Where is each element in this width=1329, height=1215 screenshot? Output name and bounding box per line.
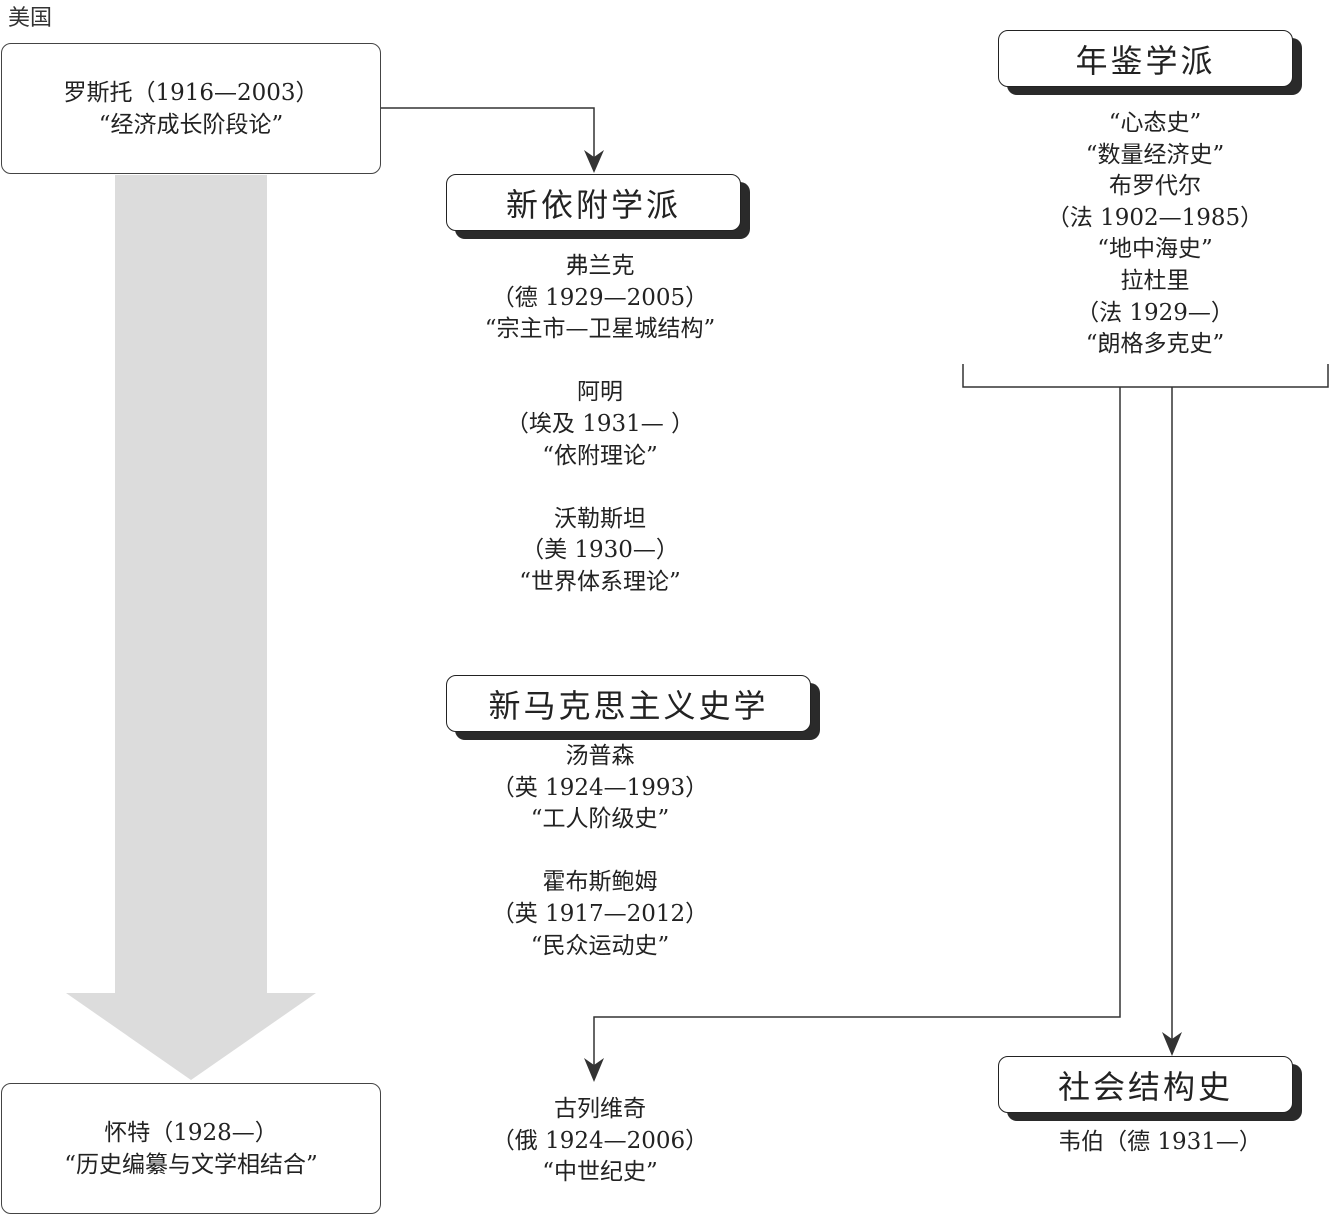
white-name: 怀特（1928—） <box>104 1119 278 1146</box>
scholar-work: “中世纪史” <box>542 1159 658 1186</box>
connector-rostow-to-new-dependency <box>381 107 595 166</box>
new-marxist-scholars: 汤普森 （英 1924—1993） “工人阶级史” 霍布斯鲍姆 （英 1917—… <box>420 741 780 962</box>
scholar-work: “依附理论” <box>542 442 658 469</box>
scholar-name: 沃勒斯坦 <box>554 505 646 532</box>
scholar-info: （德 1929—2005） <box>491 284 709 311</box>
gurevich-block: 古列维奇 （俄 1924—2006） “中世纪史” <box>420 1094 780 1189</box>
rostow-box: 罗斯托（1916—2003） “经济成长阶段论” <box>1 43 381 174</box>
annales-content: “心态史” “数量经济史” 布罗代尔 （法 1902—1985） “地中海史” … <box>1000 108 1310 361</box>
scholar-work: “世界体系理论” <box>519 568 681 595</box>
timeline-big-arrow <box>66 175 316 1080</box>
region-label-usa: 美国 <box>8 6 53 31</box>
new-dependency-scholars: 弗兰克 （德 1929—2005） “宗主市—卫星城结构” 阿明 （埃及 193… <box>420 251 780 599</box>
scholar-name: 古列维奇 <box>554 1096 646 1122</box>
new-dependency-school-tag: 新依附学派 <box>446 174 741 231</box>
white-theory: “历史编纂与文学相结合” <box>64 1151 318 1178</box>
scholar-name: 霍布斯鲍姆 <box>542 869 658 896</box>
scholar-name: 阿明 <box>577 379 623 406</box>
scholar-work: “宗主市—卫星城结构” <box>484 316 716 343</box>
scholar-work: “民众运动史” <box>530 932 670 959</box>
social-structure-history-tag: 社会结构史 <box>998 1056 1293 1113</box>
annales-line: 拉杜里 <box>1120 267 1190 294</box>
annales-line: “朗格多克史” <box>1085 331 1225 358</box>
scholar-info: （英 1924—1993） <box>491 774 709 801</box>
annales-line: “地中海史” <box>1097 236 1213 263</box>
annales-bracket <box>962 364 1329 388</box>
connector-annales-to-gurevich <box>593 387 1121 1075</box>
annales-line: （法 1902—1985） <box>1046 204 1264 231</box>
scholar-info: （埃及 1931— ） <box>505 410 695 437</box>
scholar-info: （俄 1924—2006） <box>491 1127 709 1154</box>
scholar-work: “工人阶级史” <box>530 806 670 833</box>
new-marxist-school-tag: 新马克思主义史学 <box>446 675 811 732</box>
rostow-name: 罗斯托（1916—2003） <box>63 79 319 106</box>
annales-school-tag: 年鉴学派 <box>998 30 1293 87</box>
scholar-info: （美 1930—） <box>521 537 679 564</box>
annales-line: 布罗代尔 <box>1109 173 1201 200</box>
scholar-name: 汤普森 <box>565 743 635 769</box>
weber-text: 韦伯（德 1931—） <box>1058 1129 1262 1155</box>
annales-line: “心态史” <box>1108 110 1202 136</box>
white-box: 怀特（1928—） “历史编纂与文学相结合” <box>1 1083 381 1214</box>
scholar-info: （英 1917—2012） <box>491 900 709 927</box>
annales-line: （法 1929—） <box>1076 299 1234 326</box>
arrowhead-new-dependency <box>584 150 604 173</box>
scholar-name: 弗兰克 <box>565 253 635 279</box>
weber-block: 韦伯（德 1931—） <box>1000 1127 1320 1159</box>
annales-line: “数量经济史” <box>1085 141 1225 168</box>
rostow-theory: “经济成长阶段论” <box>98 111 284 138</box>
arrowhead-social-structure <box>1162 1032 1182 1056</box>
arrowhead-gurevich <box>584 1058 604 1082</box>
